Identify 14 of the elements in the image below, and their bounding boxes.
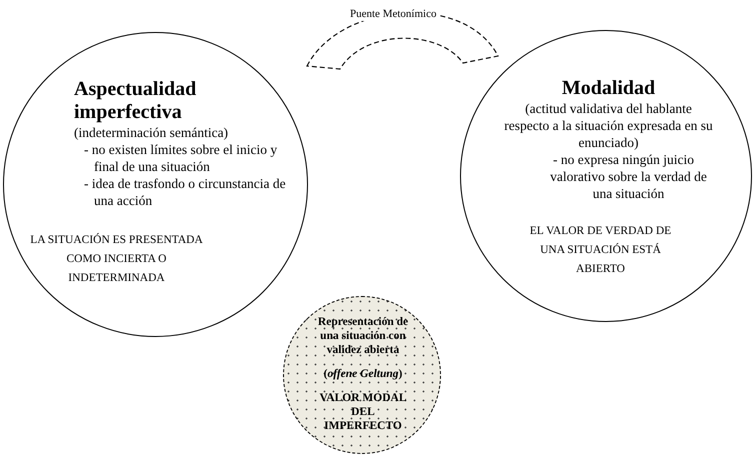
circle-conclusion: EL VALOR DE VERDAD DE UNA SITUACIÓN ESTÁ ABIERTO: [528, 224, 672, 277]
bullet-point: - no existen límites sobre el inicio y final de una situación: [83, 141, 278, 175]
circle-heading: Modalidad: [560, 77, 656, 100]
circle-text: VALOR MODAL DEL IMPERFECTO: [318, 391, 408, 433]
concept-circle: [460, 30, 752, 322]
bridge-label: Puente Metonímico: [348, 8, 438, 21]
circle-text: (offene Geltung): [322, 367, 404, 381]
circle-subtitle: (actitud validativa del hablante respecto a la situación expresada en su enunciado): [503, 100, 714, 151]
circle-conclusion: LA SITUACIÓN ES PRESENTADA COMO INCIERTA O INDETERMINADA: [29, 232, 204, 286]
circle-text: Representación de una situación con validez abierta: [316, 315, 410, 357]
bullet-point: - no expresa ningún juicio valorativo sobre la verdad de una situación: [549, 151, 708, 202]
circle-heading: Aspectualidad imperfectiva: [74, 78, 198, 124]
bullet-point: - idea de trasfondo o circunstancia de una acción: [83, 175, 287, 209]
circle-subtitle: (indeterminación semántica): [74, 124, 230, 141]
